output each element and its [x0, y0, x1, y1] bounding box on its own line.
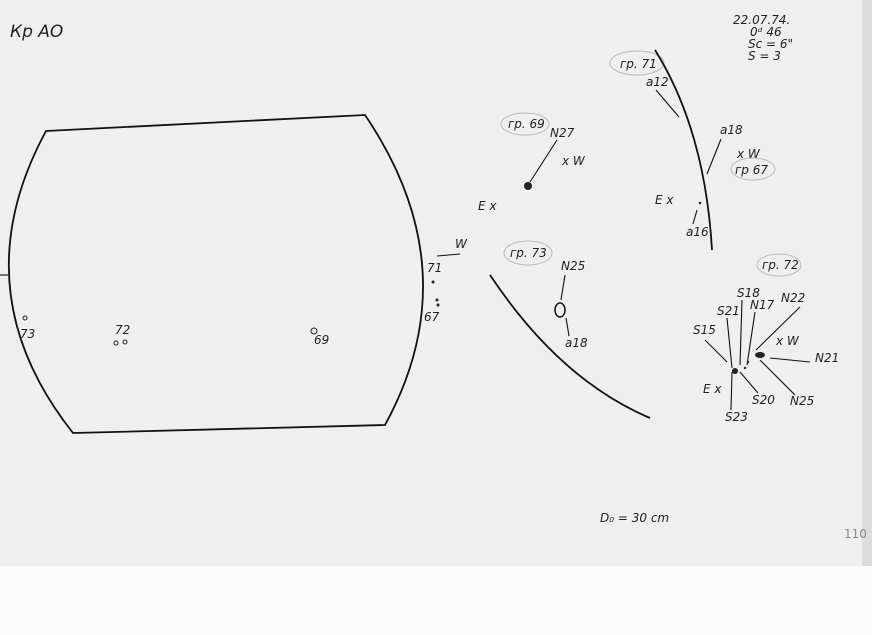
spot	[755, 352, 765, 358]
label: N25	[790, 394, 814, 408]
date: 22.07.74.	[733, 13, 790, 27]
spot	[436, 303, 440, 307]
label: S18	[737, 286, 760, 300]
label-oval	[609, 50, 665, 76]
group71-title: гр. 71	[620, 57, 657, 71]
disk-group-72: 72	[115, 323, 130, 337]
label-oval	[756, 253, 802, 277]
label-oval	[730, 157, 776, 181]
west-label: x W	[736, 147, 761, 161]
group67-title: гр 67	[735, 163, 768, 177]
spot	[554, 302, 566, 318]
label: a16	[686, 225, 709, 239]
label: a18	[720, 123, 743, 137]
spot	[431, 280, 435, 284]
pointer	[529, 139, 558, 183]
label: S15	[693, 323, 716, 337]
spot	[113, 340, 119, 346]
label: a18	[565, 336, 588, 350]
spot	[732, 368, 738, 374]
disk-group-69: 69	[314, 333, 329, 347]
spot	[524, 182, 532, 190]
limb-arc	[654, 49, 713, 251]
spot	[746, 360, 750, 364]
disk-group-73: 73	[20, 327, 35, 341]
spot	[310, 327, 318, 335]
label: N21	[815, 351, 839, 365]
scale: Sc = 6"	[748, 37, 793, 51]
pointer	[560, 274, 566, 301]
disk-west-label: W	[455, 237, 468, 251]
disk-group-71: 71	[427, 261, 442, 275]
label: N17	[750, 298, 775, 312]
label: a12	[646, 75, 669, 89]
disk-diameter: D₀ = 30 cm	[600, 511, 669, 525]
label: N22	[781, 291, 805, 305]
seeing: S = 3	[748, 49, 781, 63]
limb-arc	[489, 274, 651, 419]
label-oval	[503, 240, 553, 266]
label-oval	[500, 112, 550, 136]
label: S21	[717, 304, 740, 318]
east-label: E x	[703, 382, 722, 396]
pointer	[565, 317, 570, 337]
pointer-lines	[704, 299, 811, 411]
spot	[743, 366, 747, 370]
east-label: E x	[655, 193, 674, 207]
time: 0ᵈ 46	[750, 25, 782, 39]
spot	[435, 298, 439, 302]
spot	[698, 201, 702, 205]
pointer	[692, 209, 698, 225]
east-label: E x	[478, 199, 497, 213]
spot	[22, 315, 28, 321]
group73-title: гр. 73	[510, 246, 547, 260]
paper-edge	[862, 0, 872, 566]
group69-title: гр. 69	[508, 117, 545, 131]
label: S23	[725, 410, 748, 424]
spot	[122, 339, 128, 345]
west-label: x W	[561, 154, 586, 168]
paper	[0, 0, 862, 566]
group72-title: гр. 72	[762, 258, 799, 272]
page-number: 110	[844, 527, 867, 541]
west-mark	[436, 253, 461, 257]
pointer	[655, 89, 680, 118]
pointer	[706, 138, 722, 175]
label: S20	[752, 393, 775, 407]
label: N25	[561, 259, 585, 273]
sheet-title: Кр АО	[10, 22, 63, 42]
group69-spot-label: N27	[550, 126, 575, 140]
disk-group-67: 67	[424, 310, 440, 324]
west-label: x W	[775, 334, 800, 348]
solar-disk-outline	[7, 114, 424, 434]
